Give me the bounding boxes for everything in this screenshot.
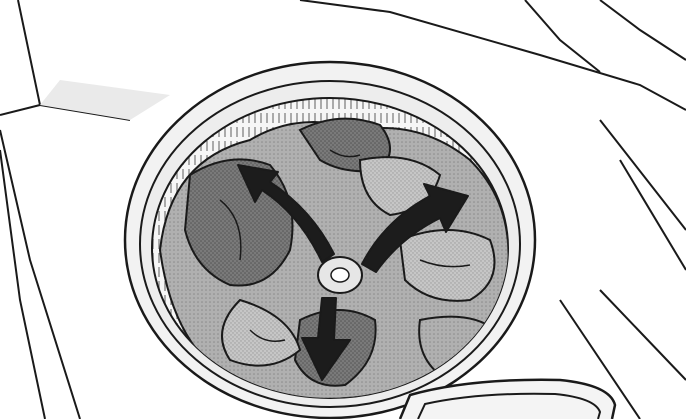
agitator-cap bbox=[331, 268, 349, 282]
